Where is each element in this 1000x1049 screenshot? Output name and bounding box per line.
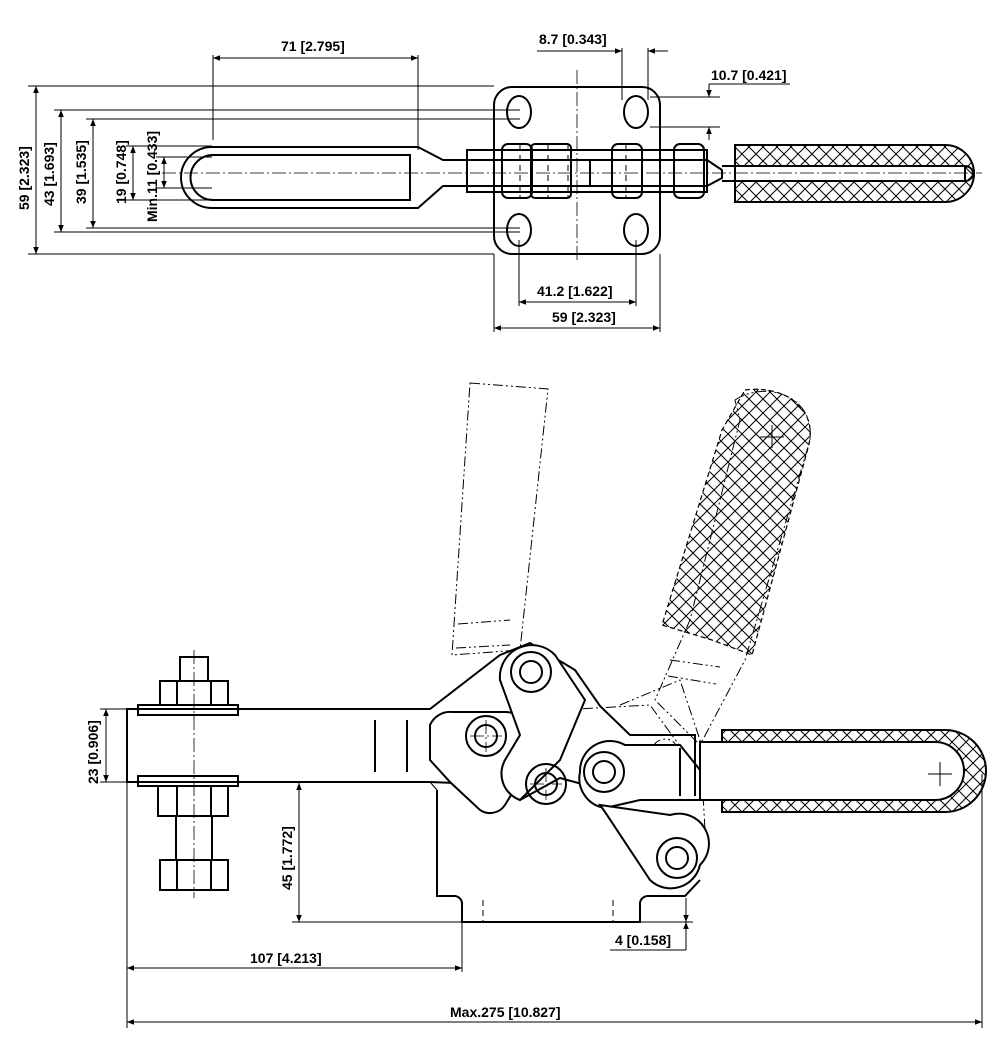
phantom-arm-open — [451, 382, 549, 656]
dim-23: 23 [0.906] — [85, 720, 101, 784]
mounting-hole — [623, 95, 649, 129]
dim-8-7: 8.7 [0.343] — [539, 31, 607, 47]
dim-107: 107 [4.213] — [250, 950, 322, 966]
side-view-dimensions — [100, 708, 983, 1028]
mounting-hole — [506, 95, 532, 129]
dim-71: 71 [2.795] — [281, 38, 345, 54]
clamp-bar — [466, 149, 708, 193]
dimension-labels: 71 [2.795] 8.7 [0.343] 10.7 [0.421] 59 [… — [16, 31, 787, 1020]
top-view — [162, 70, 982, 262]
dim-43: 43 [1.693] — [41, 142, 57, 206]
dim-19: 19 [0.748] — [113, 140, 129, 204]
spindle-bolt — [137, 650, 239, 898]
clamp-base — [436, 790, 701, 923]
dim-59-height: 59 [2.323] — [16, 146, 32, 210]
upper-link — [498, 644, 587, 802]
dim-10-7: 10.7 [0.421] — [711, 67, 787, 83]
dim-45: 45 [1.772] — [279, 826, 295, 890]
handle-link — [578, 740, 701, 810]
dim-max275: Max.275 [10.827] — [450, 1004, 561, 1020]
dim-4: 4 [0.158] — [615, 932, 671, 948]
dim-41-2: 41.2 [1.622] — [537, 283, 613, 299]
side-view — [126, 382, 987, 923]
dim-39: 39 [1.535] — [73, 140, 89, 204]
dim-59-width: 59 [2.323] — [552, 309, 616, 325]
clamp-arm-loop — [180, 146, 468, 209]
dim-min11: Min.11 [0.433] — [144, 131, 160, 222]
top-view-dimensions — [28, 48, 790, 332]
